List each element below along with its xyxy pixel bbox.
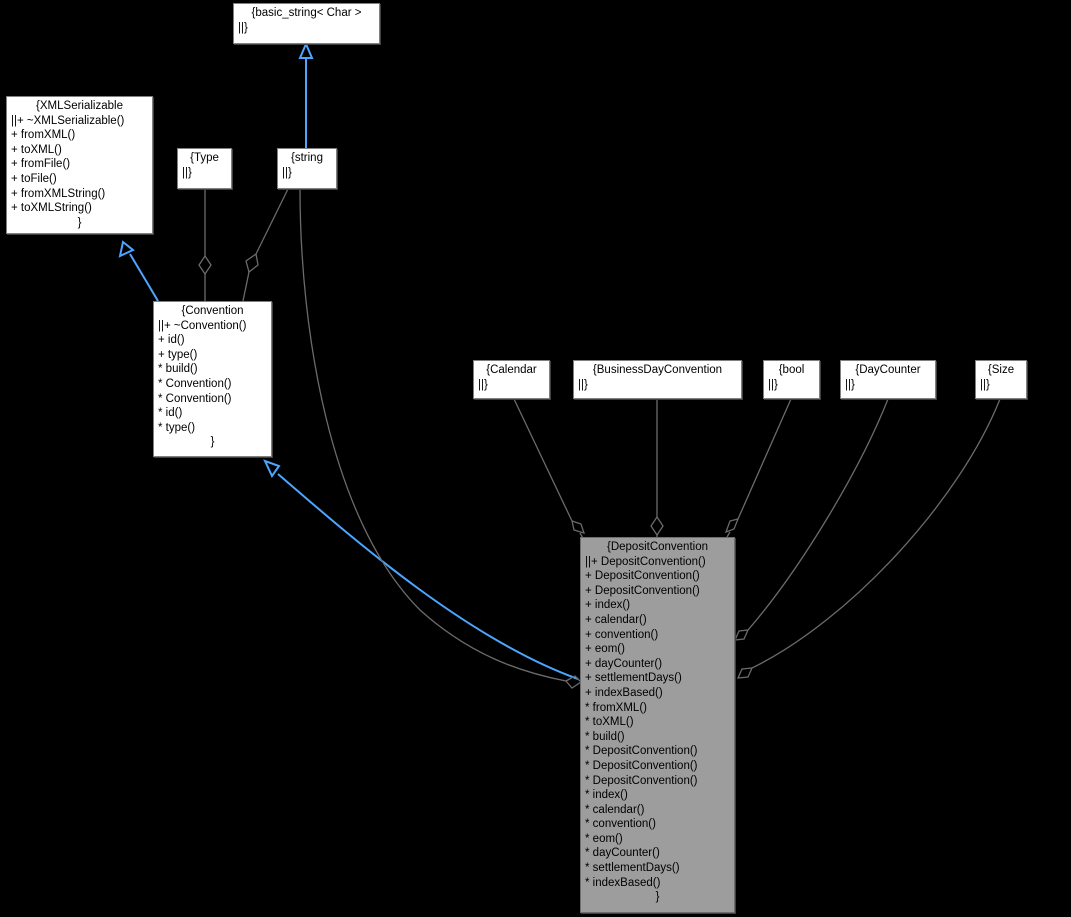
class-member: * Convention() xyxy=(158,377,232,390)
class-node-xmlserializable[interactable]: {XMLSerializable ||+ ~XMLSerializable() + … xyxy=(6,96,153,234)
class-member: + fromXMLString() xyxy=(11,187,106,200)
class-node-type[interactable]: {Type ||} xyxy=(177,148,232,189)
class-node-title: {bool xyxy=(778,364,805,376)
class-node-title: {BusinessDayConvention xyxy=(592,364,723,376)
class-member: + type() xyxy=(158,348,198,361)
class-member: + eom() xyxy=(585,643,625,656)
class-node-title: {string xyxy=(291,152,323,164)
class-node-title: {basic_string< Char > xyxy=(251,7,362,19)
class-member: * index() xyxy=(585,789,628,802)
class-node-closer: } xyxy=(77,216,82,229)
class-member: + toXML() xyxy=(11,143,62,156)
class-member: ||} xyxy=(478,378,488,391)
class-member: * Convention() xyxy=(158,392,232,405)
class-node-convention[interactable]: {Convention ||+ ~Convention() + id()+ type… xyxy=(153,301,272,457)
class-member: * calendar() xyxy=(585,803,645,816)
class-node-title: {XMLSerializable xyxy=(36,100,123,112)
class-member: * type() xyxy=(158,421,196,434)
class-node-string[interactable]: {string ||} xyxy=(277,148,337,189)
class-member: * DepositConvention() xyxy=(585,759,698,772)
class-node-depositconvention[interactable]: {DepositConvention ||+ DepositConvention(… xyxy=(580,537,735,913)
class-node-closer: } xyxy=(210,436,215,449)
class-node-calendar[interactable]: {Calendar ||} xyxy=(473,360,550,399)
class-member: ||} xyxy=(578,378,588,391)
class-node-title: {DayCounter xyxy=(855,364,921,376)
class-member: ||} xyxy=(238,21,248,34)
class-member: ||} xyxy=(845,378,855,391)
edge-string-to-depositconvention xyxy=(299,188,583,689)
class-member: + DepositConvention() xyxy=(585,584,700,597)
edge-size-to-depositconvention xyxy=(736,398,1001,679)
class-node-title: {Size xyxy=(987,364,1015,376)
class-member: + indexBased() xyxy=(585,686,663,699)
class-member: + dayCounter() xyxy=(585,657,663,670)
class-member: ||} xyxy=(768,378,778,391)
class-member: * fromXML() xyxy=(585,701,647,714)
class-member: + settlementDays() xyxy=(585,672,682,685)
class-member: * build() xyxy=(585,730,625,743)
class-node-businessdayconvention[interactable]: {BusinessDayConvention ||} xyxy=(573,360,742,399)
class-member: * DepositConvention() xyxy=(585,745,698,758)
edge-string-to-convention xyxy=(242,188,289,302)
class-member: + toXMLString() xyxy=(11,202,92,215)
class-node-title: {Type xyxy=(190,152,219,164)
class-member: * eom() xyxy=(585,832,623,845)
class-node-closer: } xyxy=(655,891,660,904)
class-node-size[interactable]: {Size ||} xyxy=(975,360,1027,399)
edge-businessdayconvention-to-depositconvention xyxy=(650,399,664,537)
class-node-title: {Calendar xyxy=(486,364,537,376)
edge-convention-to-xmlserializable xyxy=(118,240,159,302)
class-member: * id() xyxy=(158,407,183,420)
class-node-title: {Convention xyxy=(181,305,244,317)
class-member: ||+ DepositConvention() xyxy=(585,555,706,568)
class-member: ||} xyxy=(980,378,990,391)
class-member: + id() xyxy=(158,334,185,347)
class-member: + toFile() xyxy=(11,172,57,185)
edge-calendar-to-depositconvention xyxy=(513,398,586,541)
class-member: ||+ ~XMLSerializable() xyxy=(11,114,125,127)
class-member: ||+ ~Convention() xyxy=(158,319,247,332)
class-node-title: {DepositConvention xyxy=(606,541,708,553)
class-node-daycounter[interactable]: {DayCounter||} xyxy=(840,360,936,399)
edge-type-to-convention xyxy=(198,189,212,301)
edge-daycounter-to-depositconvention xyxy=(733,398,889,641)
class-member: * indexBased() xyxy=(585,876,661,889)
class-member: * settlementDays() xyxy=(585,862,680,875)
class-member: * build() xyxy=(158,363,198,376)
class-member: ||} xyxy=(282,166,292,179)
edge-bool-to-depositconvention xyxy=(724,398,792,538)
edge-depositconvention-to-convention xyxy=(263,459,579,680)
class-member: + index() xyxy=(585,599,631,612)
class-member: + calendar() xyxy=(585,613,647,626)
class-member: ||} xyxy=(182,166,192,179)
class-member: + convention() xyxy=(585,628,659,641)
class-node-bool[interactable]: {bool||} xyxy=(763,360,820,399)
class-member: * convention() xyxy=(585,818,656,831)
class-member: + fromXML() xyxy=(11,129,76,142)
class-member: + fromFile() xyxy=(11,158,71,171)
class-member: + DepositConvention() xyxy=(585,570,700,583)
class-node-basic_string[interactable]: {basic_string< Char >||} xyxy=(233,3,380,44)
class-member: * DepositConvention() xyxy=(585,774,698,787)
class-member: * dayCounter() xyxy=(585,847,660,860)
class-member: * toXML() xyxy=(585,716,634,729)
edge-string-to-basic-string xyxy=(298,41,314,148)
